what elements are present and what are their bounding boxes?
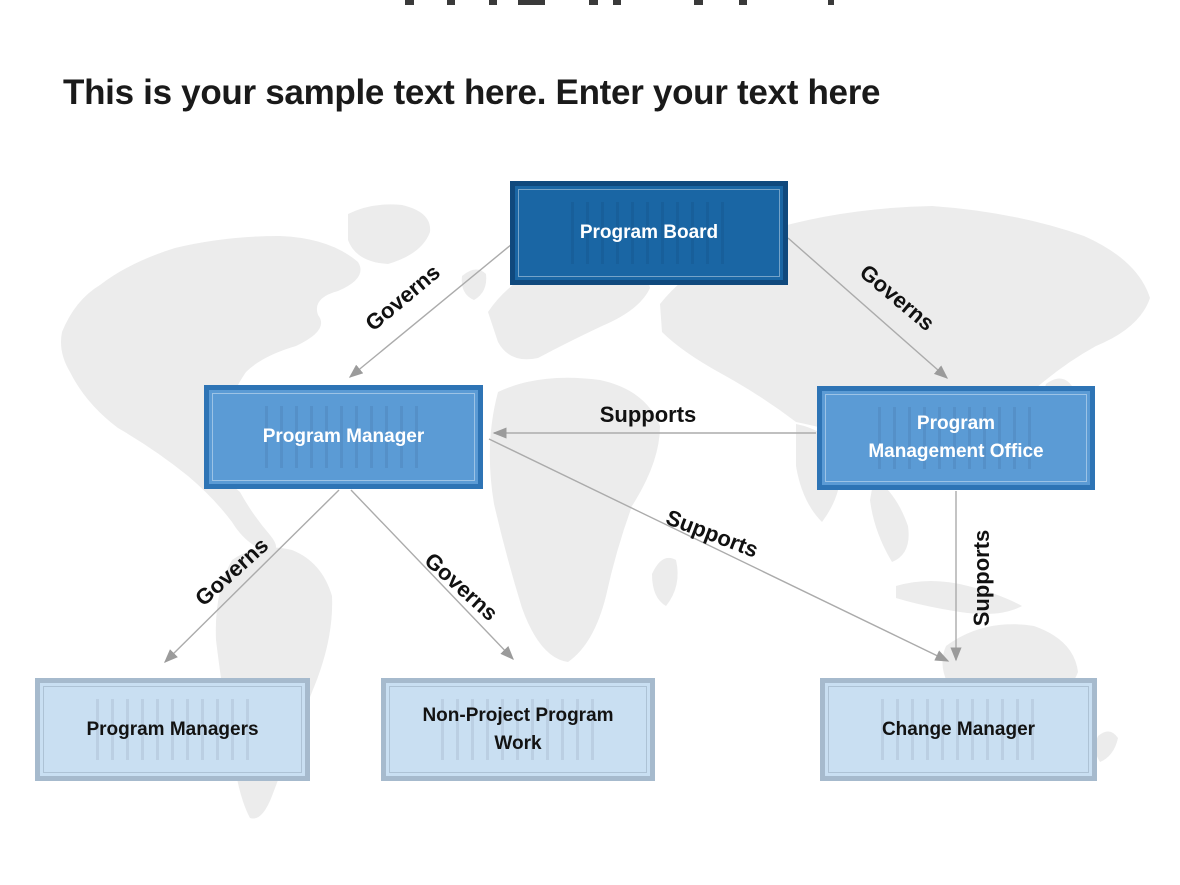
page-title: This is your sample text here. Enter you… (63, 73, 881, 113)
node-label: Program Managers (86, 718, 259, 740)
node-program-management-office: Program Management Office (817, 386, 1095, 490)
edge-manager-to-change (488, 438, 950, 662)
top-crop-mark (489, 0, 497, 5)
top-crop-mark (447, 0, 455, 5)
map-southeast-asia (870, 478, 909, 562)
node-label: Program Board (579, 222, 719, 244)
map-africa (489, 377, 660, 662)
top-crop-mark (518, 0, 545, 5)
watermark-stripes (878, 406, 1034, 469)
map-britain (461, 269, 487, 300)
map-madagascar (652, 557, 678, 606)
edge-manager-to-managers (164, 489, 340, 663)
watermark-stripes (571, 201, 727, 264)
edge-label-supports-pmo-manager: Supports (599, 402, 697, 427)
node-label: Program Management Office (868, 413, 1044, 462)
edge-manager-to-nonproject (350, 489, 514, 661)
top-crop-mark (739, 0, 747, 5)
edge-board-to-manager (348, 243, 513, 378)
watermark-stripes (881, 698, 1036, 761)
map-greenland (348, 204, 431, 264)
node-non-project-program-work: Non-Project Program Work (381, 678, 655, 781)
map-new-zealand (1095, 731, 1118, 762)
top-crop-mark (613, 0, 621, 5)
top-crop-mark (405, 0, 414, 5)
node-label: Non-Project Program Work (422, 704, 614, 754)
watermark-stripes (441, 698, 595, 761)
node-program-board: Program Board (510, 181, 788, 285)
top-crop-mark (694, 0, 703, 5)
top-crop-mark (828, 0, 834, 5)
map-indonesia (896, 581, 1022, 614)
node-label: Program Manager (262, 426, 425, 448)
node-program-managers: Program Managers (35, 678, 310, 781)
top-crop-mark (589, 0, 598, 5)
node-program-manager: Program Manager (204, 385, 483, 489)
edge-label-supports-pmo-change: Supports (969, 529, 994, 627)
watermark-stripes (95, 698, 250, 761)
node-change-manager: Change Manager (820, 678, 1097, 781)
edge-board-to-pmo (787, 237, 949, 379)
node-label: Change Manager (881, 718, 1036, 740)
watermark-stripes (265, 405, 422, 468)
